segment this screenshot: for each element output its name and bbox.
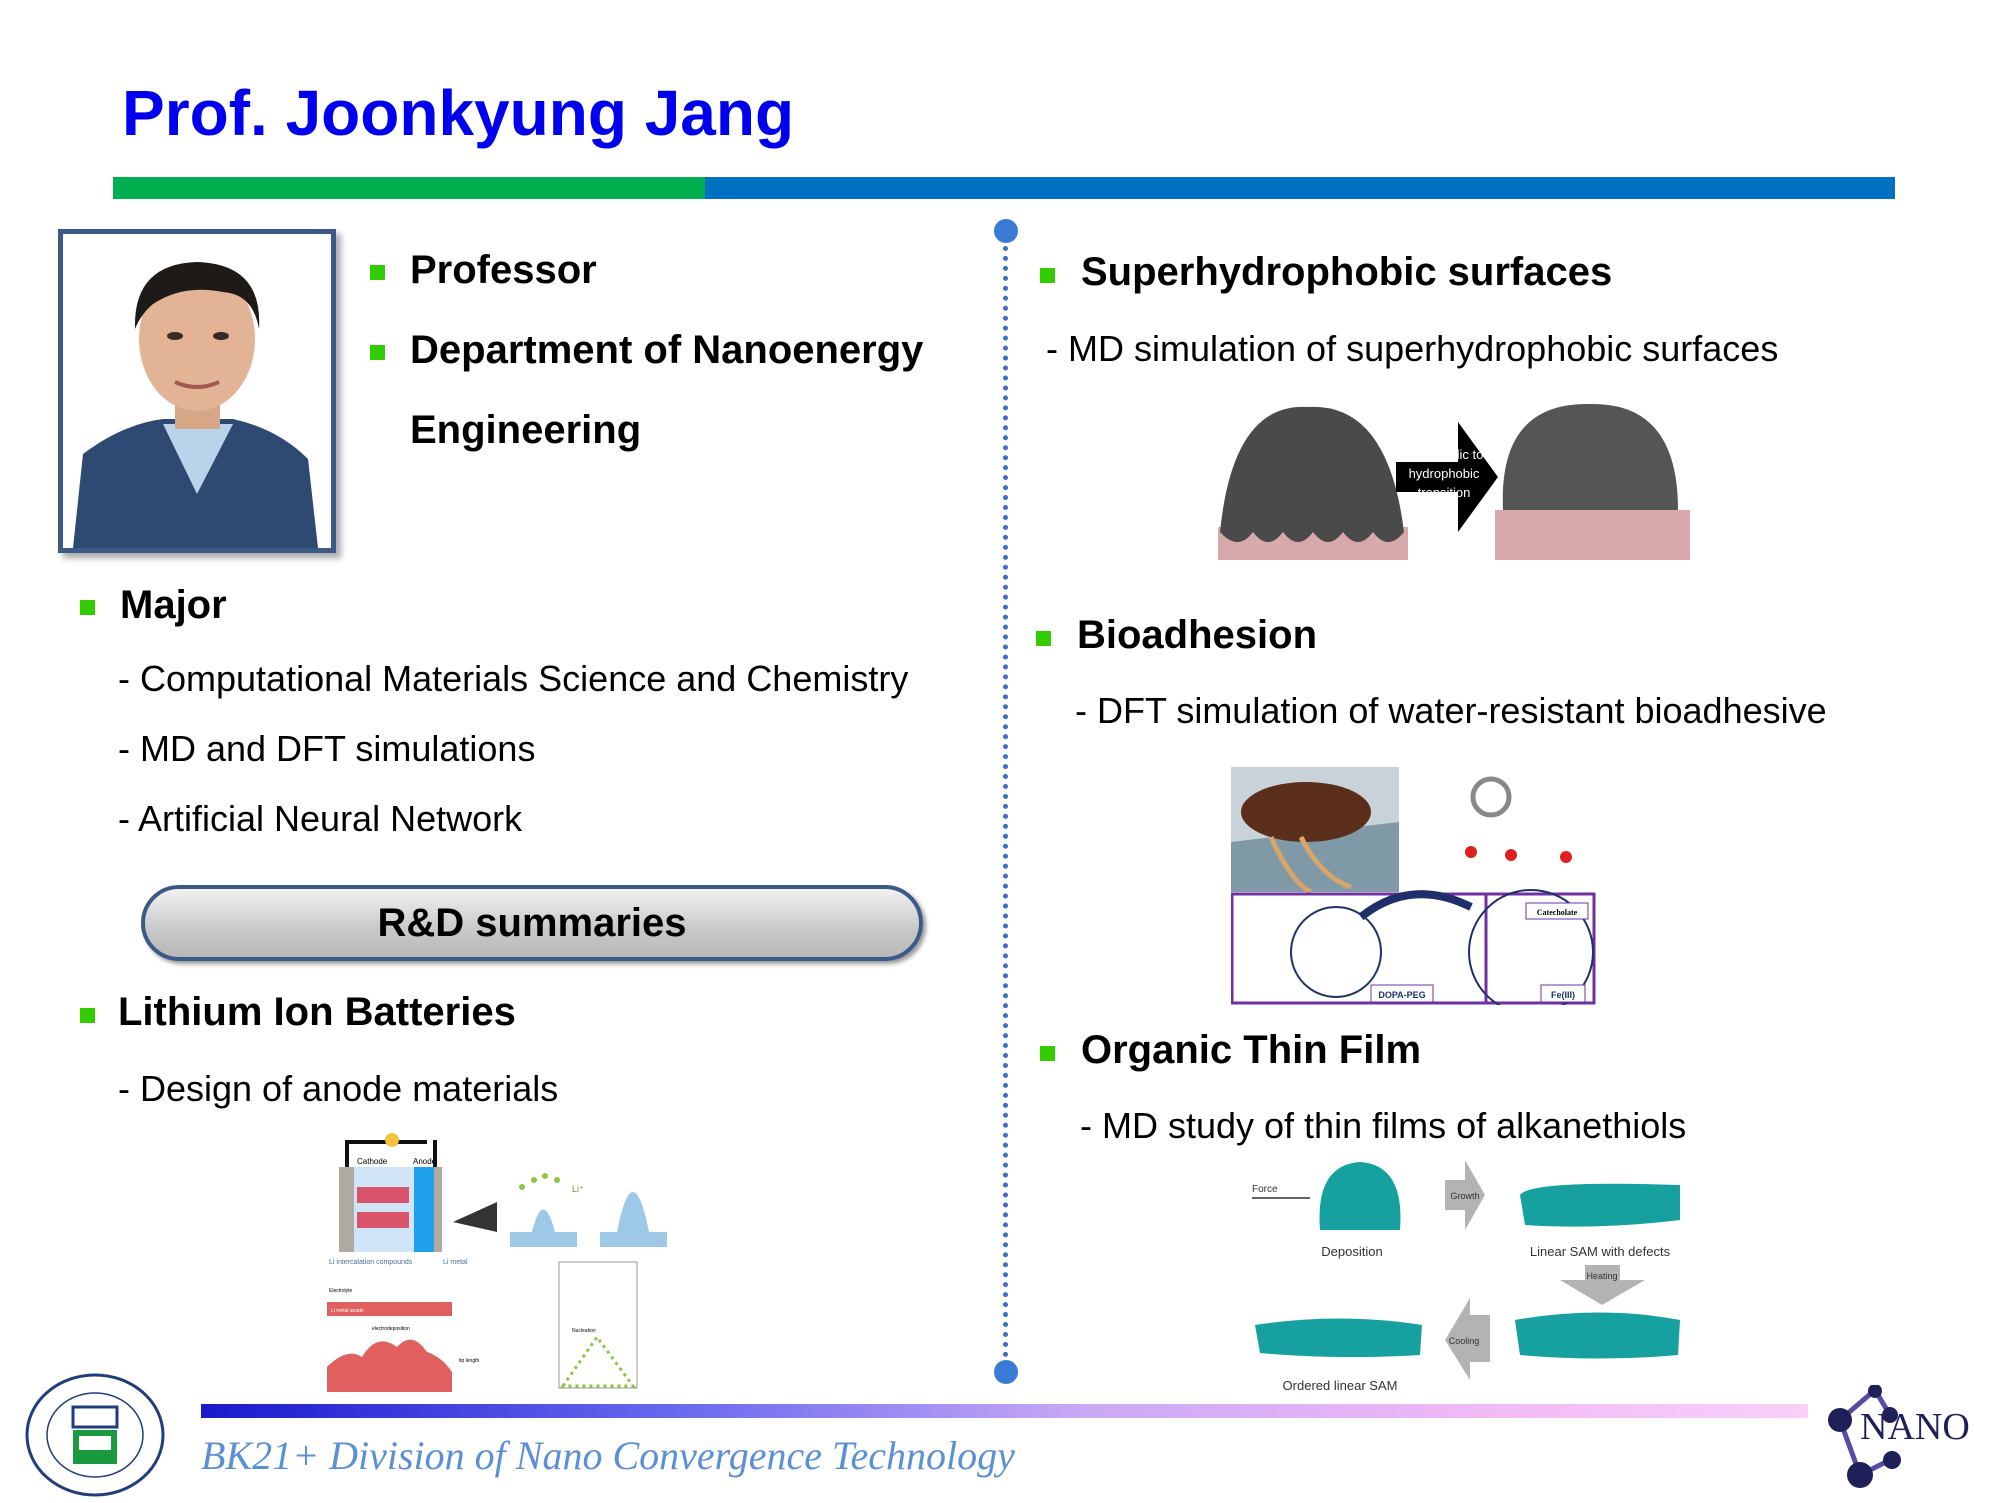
- bioadhesion-heading: Bioadhesion: [1077, 613, 1318, 657]
- li-metal-label: Li metal: [443, 1259, 468, 1266]
- deposition-label: Deposition: [1321, 1244, 1382, 1259]
- major-item: - MD and DFT simulations: [118, 728, 536, 769]
- university-seal-logo: [23, 1372, 167, 1498]
- anode-label: Anode: [413, 1157, 437, 1166]
- professor-photo: [58, 229, 336, 553]
- lithium-sub: - Design of anode materials: [118, 1068, 559, 1109]
- title-underline-blue: [705, 177, 1895, 199]
- cooling-label: Cooling: [1449, 1336, 1480, 1346]
- ordered-sam-label: Ordered linear SAM: [1283, 1378, 1398, 1393]
- bullet-icon: [370, 345, 385, 360]
- bullet-icon: [1036, 631, 1051, 646]
- bullet-icon: [370, 265, 385, 280]
- linear-sam-label: Linear SAM with defects: [1530, 1244, 1671, 1259]
- profile-position: Professor: [410, 248, 597, 292]
- electrodeposition-label: electrodeposition: [372, 1326, 410, 1332]
- force-label: Force: [1252, 1184, 1278, 1195]
- li-anode-label: Li metal anode: [331, 1308, 364, 1314]
- bioadhesion-sub: - DFT simulation of water-resistant bioa…: [1075, 690, 1827, 731]
- bullet-icon: [80, 600, 95, 615]
- li-intercalation-label: Li intercalation compounds: [329, 1259, 413, 1266]
- nano-logo: NANO: [1820, 1384, 1990, 1495]
- heating-label: Heating: [1586, 1271, 1617, 1281]
- superhydrophobic-heading: Superhydrophobic surfaces: [1081, 250, 1613, 294]
- tip-length-label: tip length: [459, 1358, 480, 1364]
- li-ion-label: Li⁺: [572, 1184, 584, 1194]
- growth-label: Growth: [1450, 1191, 1479, 1201]
- major-item: - Computational Materials Science and Ch…: [118, 658, 909, 699]
- rd-summaries-button[interactable]: R&D summaries: [141, 885, 923, 961]
- bullet-icon: [80, 1008, 95, 1023]
- catecholate-label: Catecholate: [1537, 908, 1578, 917]
- battery-figure: Cathode Anode Li intercalation compounds…: [327, 1132, 669, 1392]
- electrolyte-label: Electrolyte: [329, 1288, 353, 1294]
- nano-logo-text: NANO: [1860, 1406, 1970, 1448]
- footer-text: BK21+ Division of Nano Convergence Techn…: [201, 1433, 1015, 1478]
- cathode-label: Cathode: [357, 1157, 388, 1166]
- column-divider: [1003, 236, 1008, 1368]
- fe-label: Fe(III): [1551, 990, 1575, 1000]
- dopa-peg-label: DOPA-PEG: [1378, 990, 1425, 1000]
- title-underline-green: [113, 177, 705, 199]
- superhydrophobic-sub: - MD simulation of superhydrophobic surf…: [1046, 328, 1779, 369]
- bullet-icon: [1040, 268, 1055, 283]
- footer-gradient-bar: [201, 1404, 1808, 1418]
- major-item: - Artificial Neural Network: [118, 798, 523, 839]
- arrow-text-1: Hydrophilic to: [1405, 447, 1484, 462]
- profile-department: Department of Nanoenergy: [410, 328, 924, 372]
- organic-sub: - MD study of thin films of alkanethiols: [1080, 1105, 1687, 1146]
- page-title: Prof. Joonkyung Jang: [122, 77, 795, 149]
- bullet-icon: [1040, 1046, 1055, 1061]
- major-heading: Major: [120, 583, 227, 627]
- organic-thin-film-figure: Force Deposition Growth Linear SAM with …: [1240, 1150, 1690, 1396]
- lithium-heading: Lithium Ion Batteries: [118, 990, 516, 1034]
- superhydrophobic-figure: Hydrophilic to hydrophobic transition: [1208, 392, 1698, 560]
- organic-heading: Organic Thin Film: [1081, 1028, 1422, 1072]
- nucleation-label: Nucleation: [572, 1328, 596, 1334]
- arrow-text-3: transition: [1418, 485, 1471, 500]
- bioadhesion-figure: Catecholate DOPA-PEG Fe(III): [1230, 767, 1596, 1015]
- arrow-text-2: hydrophobic: [1409, 466, 1480, 481]
- divider-top-dot: [994, 219, 1018, 243]
- divider-bottom-dot: [994, 1360, 1018, 1384]
- profile-department-cont: Engineering: [410, 408, 642, 452]
